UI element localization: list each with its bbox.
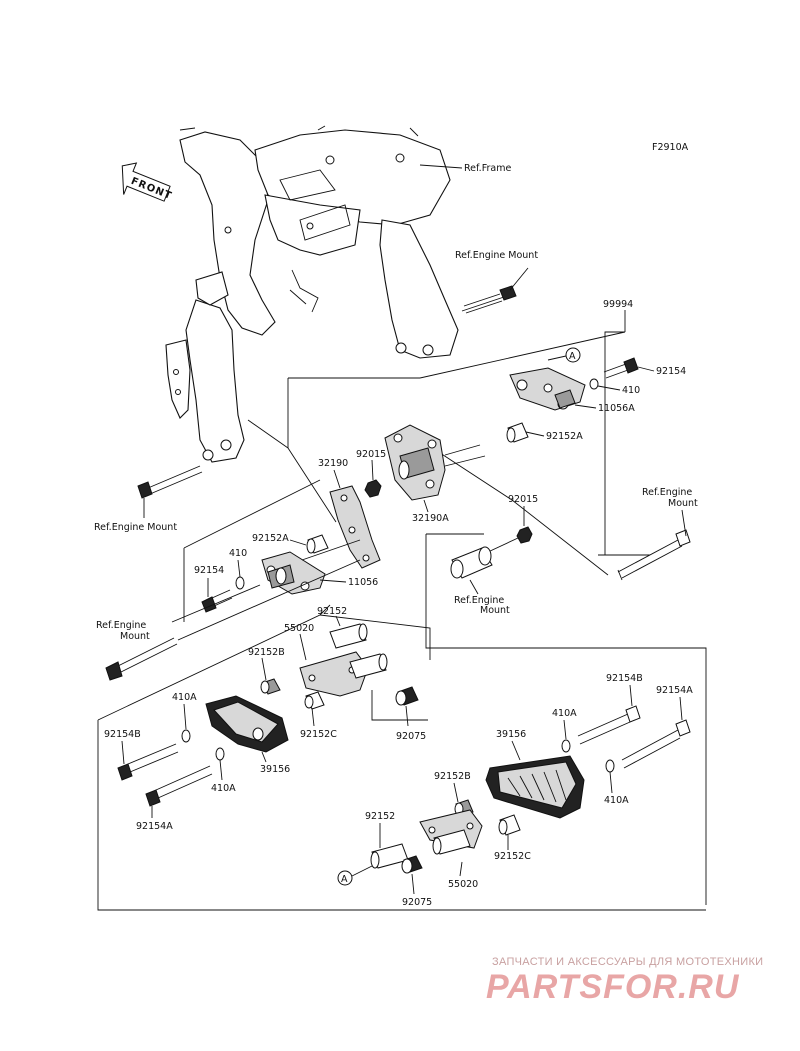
bolt-ref-engine-mount-right (617, 509, 691, 581)
collar-92152C-right (498, 814, 521, 836)
p92152-mid-label: 92152 (317, 606, 347, 617)
rod-92152-right (370, 829, 471, 869)
p92152A-top-label: 92152A (546, 431, 583, 442)
bolt-ref-engine-mount-top (461, 267, 529, 314)
bracket-32190 (329, 485, 381, 569)
p92015-top-label: 92015 (356, 449, 386, 460)
callout-a-bottom: A (341, 874, 348, 885)
p92152-right-label: 92152 (365, 811, 395, 822)
p92154A-left-label: 92154A (136, 821, 173, 832)
p39156-right-label: 39156 (496, 729, 526, 740)
cap-92075-right (401, 855, 423, 874)
bolt-ref-engine-mount-left (137, 465, 203, 499)
p410A-right-label: 410A (552, 708, 577, 719)
p410-top-label: 410 (622, 385, 640, 396)
watermark-tagline: ЗАПЧАСТИ И АКСЕССУАРЫ ДЛЯ МОТОТЕХНИКИ (492, 956, 764, 968)
p99994-label: 99994 (603, 299, 633, 310)
p92152B-left-label: 92152B (248, 647, 285, 658)
bolt-92154B-left (117, 743, 179, 781)
slider-39156-right (485, 755, 585, 819)
ref-engine-mount-lower-label-1: Ref.Engine (96, 620, 146, 631)
p410A-left-label: 410A (172, 692, 197, 703)
ref-engine-mount-left-label: Ref.Engine Mount (94, 522, 177, 533)
collar-92152A-left (306, 534, 329, 554)
p11056A-label: 11056A (598, 403, 635, 414)
p410A-right2-label: 410A (604, 795, 629, 806)
p32190-label: 32190 (318, 458, 348, 469)
p55020-mid-label: 55020 (284, 623, 314, 634)
figure-code: F2910A (652, 142, 689, 153)
ref-engine-mount-center-label-1: Ref.Engine (454, 595, 504, 606)
front-arrow-icon: FRONT (121, 162, 173, 202)
p92152C-right-label: 92152C (494, 851, 531, 862)
p92075-left-label: 92075 (396, 731, 426, 742)
frame-structure (165, 125, 459, 463)
ref-engine-mount-top-label: Ref.Engine Mount (455, 250, 538, 261)
bracket-plate-11056 (261, 551, 326, 595)
rod-92152-mid (329, 623, 388, 679)
bolt-92154A-left (145, 765, 213, 807)
p92015-mid-label: 92015 (508, 494, 538, 505)
callout-a-top: A (569, 351, 576, 362)
p39156-left-label: 39156 (260, 764, 290, 775)
bolt-92154B-right (577, 705, 641, 745)
p410-left-label: 410 (229, 548, 247, 559)
ref-engine-mount-right-label-2: Mount (668, 498, 698, 509)
bracket-32190A (384, 424, 486, 501)
p92154A-right-label: 92154A (656, 685, 693, 696)
p92152B-right-label: 92152B (434, 771, 471, 782)
ref-engine-mount-lower-label-2: Mount (120, 631, 150, 642)
p92154-left-label: 92154 (194, 565, 224, 576)
p92152C-left-label: 92152C (300, 729, 337, 740)
p32190A-label: 32190A (412, 513, 449, 524)
bolt-92154-top (603, 357, 655, 379)
collar-ref-engine-mount-center (450, 546, 493, 579)
p11056-label: 11056 (348, 577, 378, 588)
collar-92152A-top (506, 422, 529, 443)
ref-engine-mount-right-label-1: Ref.Engine (642, 487, 692, 498)
bolt-92154-left (201, 589, 233, 613)
p410A-left2-label: 410A (211, 783, 236, 794)
bolt-92154A-right (621, 719, 691, 769)
ref-frame-label: Ref.Frame (464, 163, 511, 174)
watermark-brand-logo: PARTSFOR.RU (486, 968, 740, 1006)
collar-92152C-left (304, 691, 325, 710)
cap-92075-left (395, 686, 419, 706)
p92154-top-label: 92154 (656, 366, 686, 377)
bracket-plate-upper (509, 367, 586, 411)
bolt-ref-engine-mount-lower (105, 637, 178, 681)
p92152A-left-label: 92152A (252, 533, 289, 544)
nut-92015-top (364, 479, 382, 498)
p55020-right-label: 55020 (448, 879, 478, 890)
p92075-right-label: 92075 (402, 897, 432, 908)
p92154B-left-label: 92154B (104, 729, 141, 740)
slider-39156-left (205, 695, 289, 753)
ref-engine-mount-center-label-2: Mount (480, 605, 510, 616)
p92154B-right-label: 92154B (606, 673, 643, 684)
collar-92152B-left (260, 678, 281, 695)
